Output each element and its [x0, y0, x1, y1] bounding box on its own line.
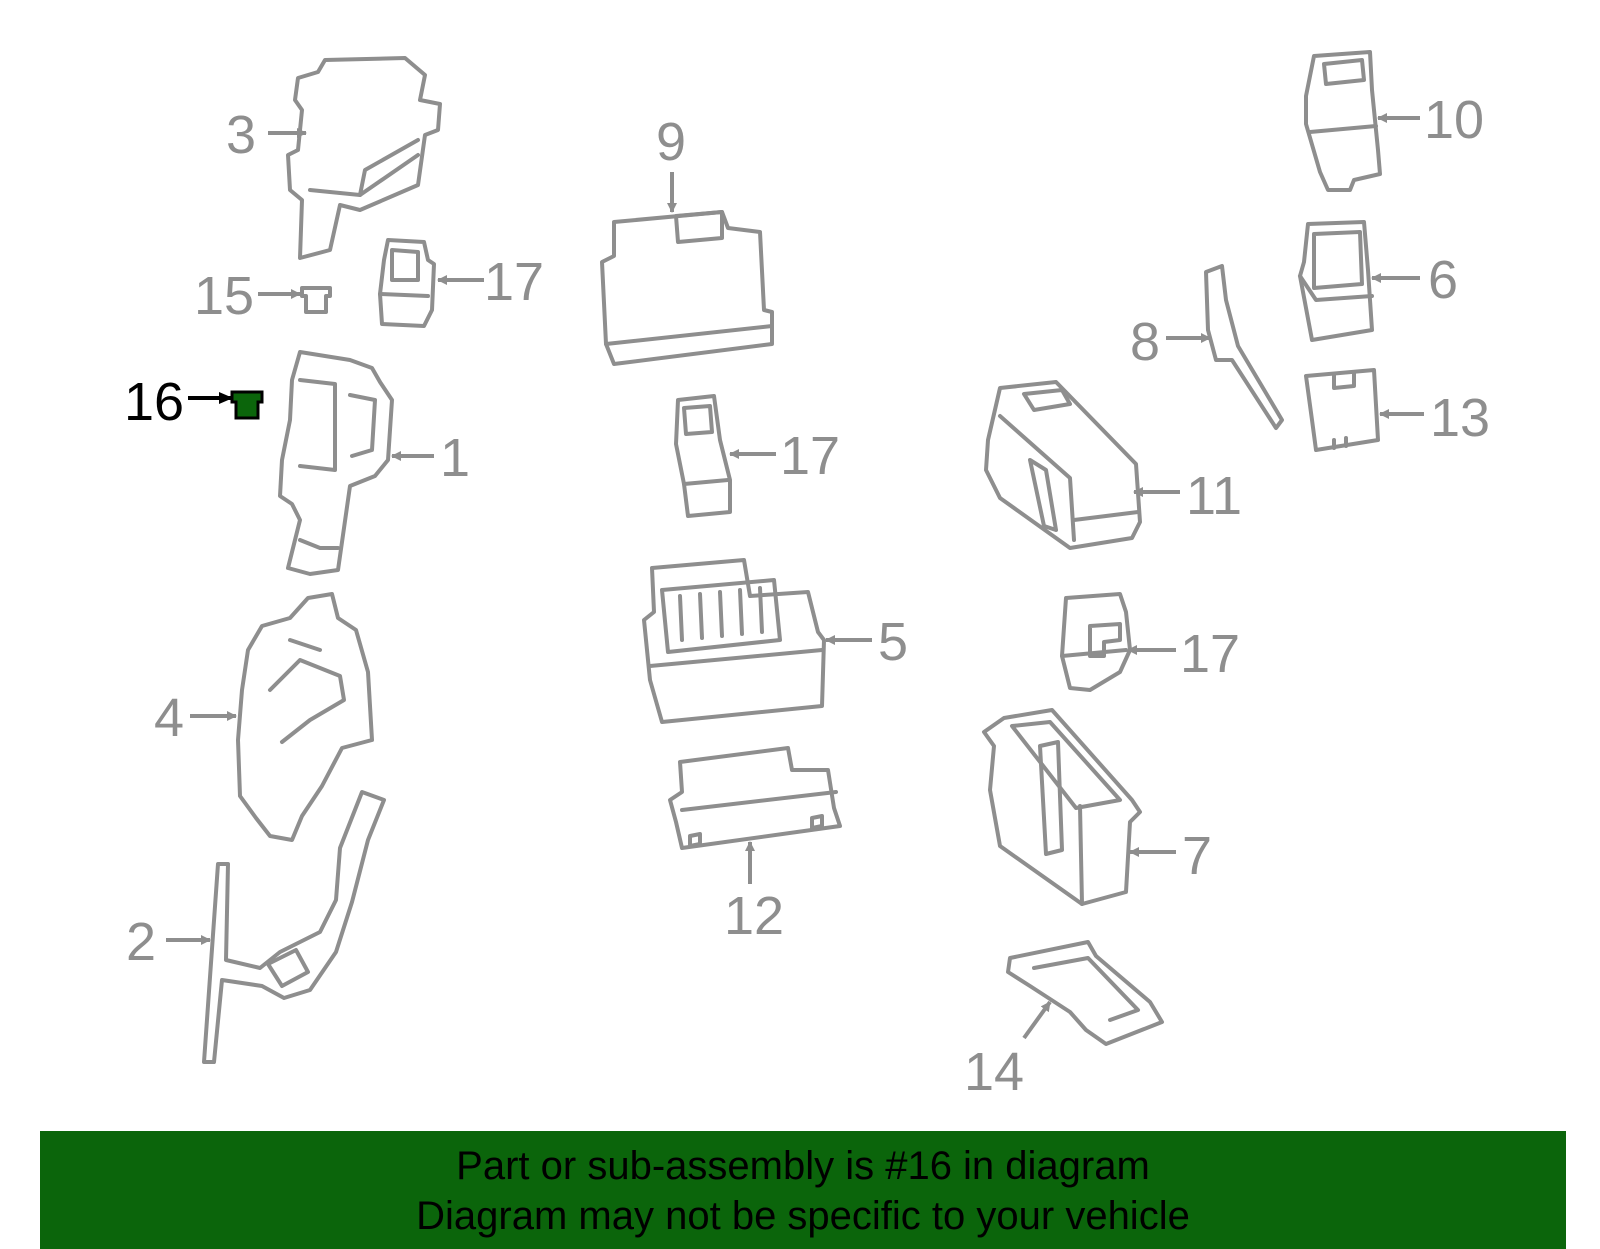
callout-17b: 17 — [780, 426, 840, 486]
part-17-relay-c — [1060, 592, 1132, 692]
callout-3: 3 — [226, 105, 256, 165]
part-12-tray — [668, 746, 842, 850]
part-17-relay-a — [378, 238, 436, 328]
callout-8: 8 — [1130, 312, 1160, 372]
banner-line-2: Diagram may not be specific to your vehi… — [416, 1194, 1190, 1238]
part-4-panel — [236, 592, 374, 842]
part-2-bracket — [202, 790, 386, 1064]
callout-14: 14 — [964, 1042, 1024, 1102]
parts-diagram: 3 15 17 16 1 4 2 — [124, 50, 1490, 1102]
part-11-cover-box — [984, 380, 1142, 550]
callout-11: 11 — [1186, 466, 1242, 526]
part-10-module — [1304, 50, 1382, 192]
callout-17c: 17 — [1180, 624, 1240, 684]
callout-2: 2 — [126, 912, 156, 972]
callout-17a: 17 — [484, 252, 544, 312]
part-7-junction-block — [982, 708, 1142, 906]
callout-6: 6 — [1428, 250, 1458, 310]
part-6-relay — [1298, 220, 1374, 342]
callout-13: 13 — [1430, 388, 1490, 448]
callout-1: 1 — [440, 428, 470, 488]
part-8-strip — [1204, 264, 1284, 430]
part-13-cover — [1304, 368, 1380, 452]
part-3-cover — [286, 56, 442, 260]
part-9-cover — [600, 210, 774, 366]
callout-12: 12 — [724, 886, 784, 946]
part-1-junction-block — [278, 350, 394, 576]
part-15-clip — [300, 286, 332, 314]
banner-line-1: Part or sub-assembly is #16 in diagram — [456, 1144, 1150, 1188]
part-17-relay-b — [674, 394, 732, 518]
callout-10: 10 — [1424, 90, 1484, 150]
arrow-14 — [1022, 1000, 1052, 1040]
part-14-bracket — [1006, 940, 1164, 1046]
part-5-fuse-box — [642, 558, 826, 724]
info-banner: Part or sub-assembly is #16 in diagram D… — [40, 1131, 1566, 1249]
callout-7: 7 — [1182, 826, 1212, 886]
callout-16: 16 — [124, 372, 184, 432]
callout-15: 15 — [194, 266, 254, 326]
part-16-fuse — [230, 390, 264, 420]
callout-9: 9 — [656, 112, 686, 172]
callout-4: 4 — [154, 688, 184, 748]
callout-5: 5 — [878, 612, 908, 672]
